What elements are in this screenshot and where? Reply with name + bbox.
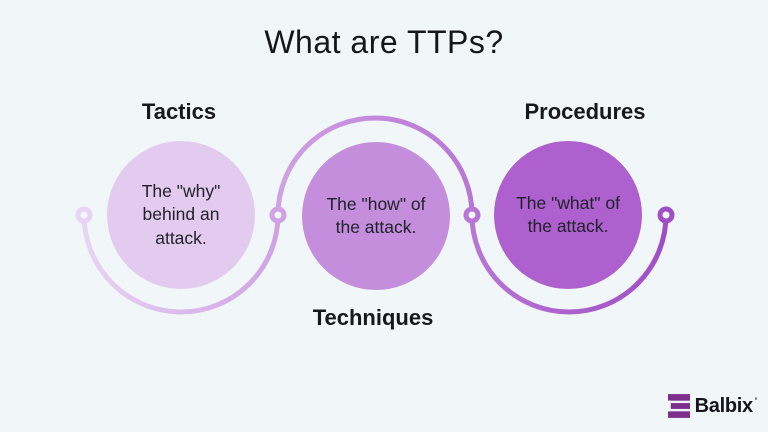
procedures-circle: The "what" of the attack.: [494, 141, 642, 289]
tactics-description: The "why" behind an attack.: [141, 181, 221, 248]
tactics-circle: The "why" behind an attack.: [107, 141, 255, 289]
node-ring-2: [269, 206, 287, 224]
balbix-icon: [667, 394, 690, 418]
techniques-circle: The "how" of the attack.: [302, 142, 450, 290]
page-title: What are TTPs?: [264, 24, 504, 60]
node-ring-4: [657, 206, 675, 224]
s-curve-path: [81, 115, 669, 315]
tactics-label: Tactics: [141, 99, 217, 124]
balbix-logo: Balbix ': [667, 394, 757, 418]
procedures-label: Procedures: [524, 99, 646, 124]
techniques-description: The "how" of the attack.: [326, 193, 426, 237]
node-ring-1: [75, 206, 93, 224]
techniques-label: Techniques: [312, 305, 434, 330]
balbix-wordmark: Balbix: [694, 394, 754, 417]
procedures-description: The "what" of the attack.: [516, 192, 620, 236]
node-ring-3: [463, 206, 481, 224]
balbix-trademark: ': [754, 396, 757, 406]
